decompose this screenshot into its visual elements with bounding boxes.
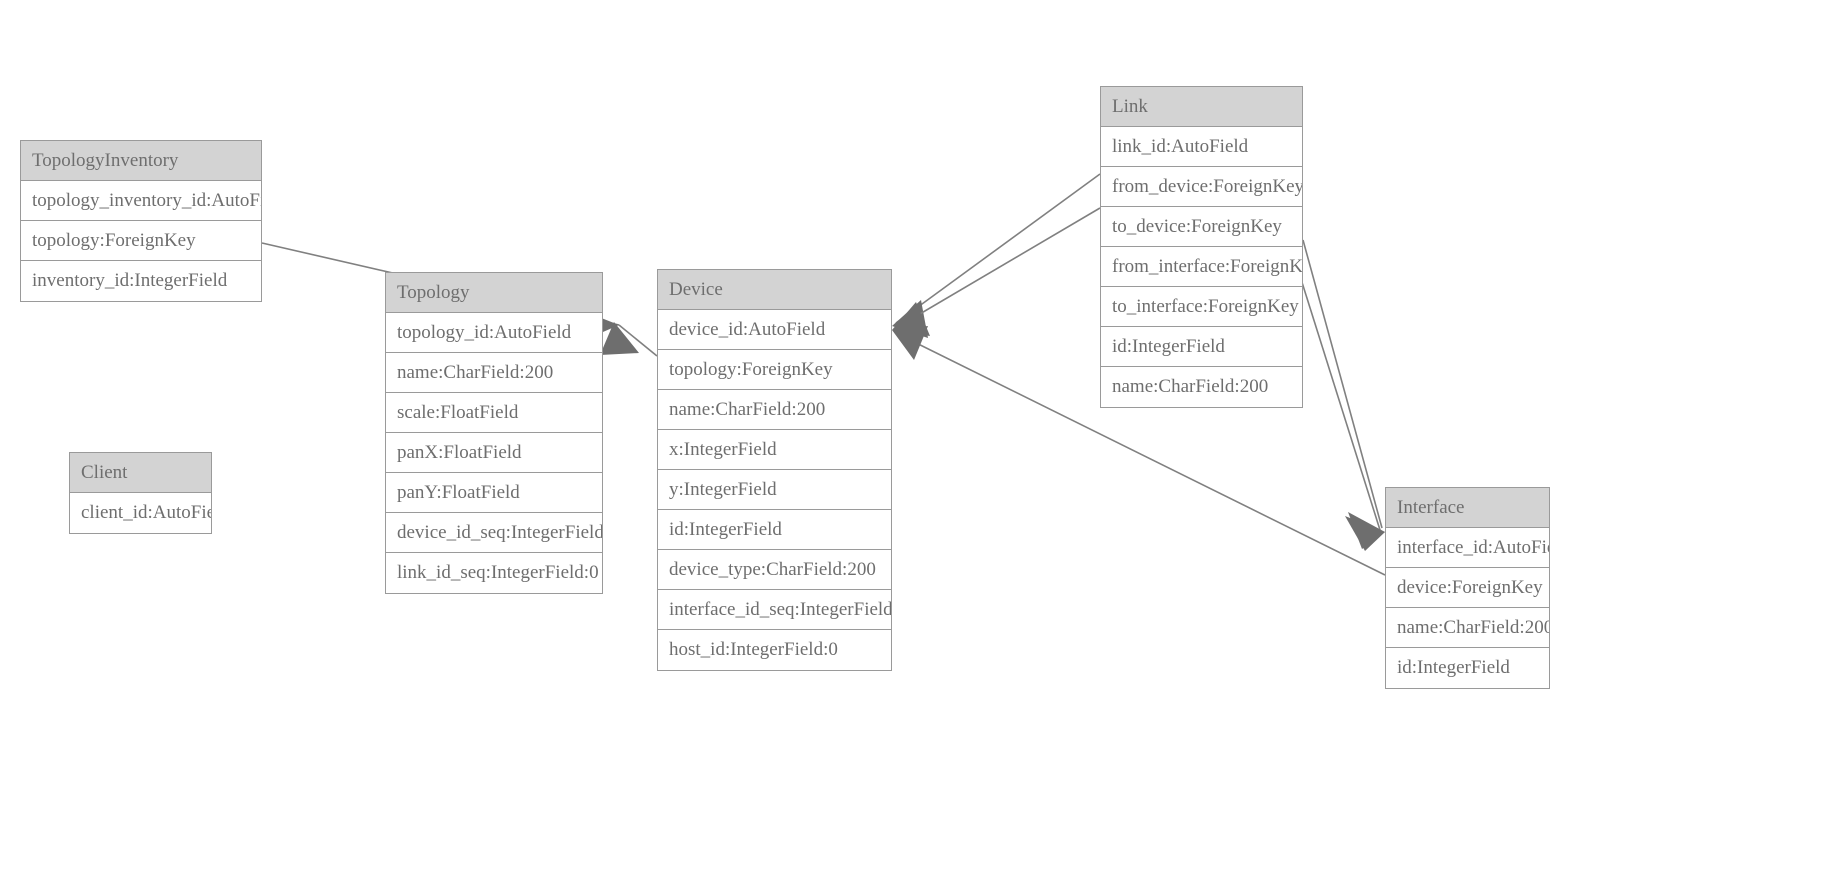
entity-field: link_id:AutoField — [1101, 127, 1302, 167]
entity-field: to_device:ForeignKey — [1101, 207, 1302, 247]
relationship-line — [895, 207, 1101, 329]
relationship-device-topology — [600, 322, 658, 357]
entity-title-topology: Topology — [386, 273, 602, 313]
entity-field: name:CharField:200 — [1386, 608, 1549, 648]
entity-title-link: Link — [1101, 87, 1302, 127]
entity-field: name:CharField:200 — [658, 390, 891, 430]
entity-field: device:ForeignKey — [1386, 568, 1549, 608]
relationship-arrowhead — [892, 300, 928, 338]
relationship-arrowhead — [892, 302, 930, 336]
entity-field: x:IntegerField — [658, 430, 891, 470]
entity-field: device_id:AutoField — [658, 310, 891, 350]
entity-field: interface_id:AutoField — [1386, 528, 1549, 568]
relationship-link-to-interface — [1299, 275, 1385, 549]
entity-title-device: Device — [658, 270, 891, 310]
entity-field: host_id:IntegerField:0 — [658, 630, 891, 670]
entity-title-client: Client — [70, 453, 211, 493]
entity-field: client_id:AutoField — [70, 493, 211, 533]
relationship-link-to-device — [892, 207, 1101, 336]
entity-field: id:IntegerField — [1101, 327, 1302, 367]
entity-field: topology_inventory_id:AutoField — [21, 181, 261, 221]
entity-field: to_interface:ForeignKey — [1101, 287, 1302, 327]
entity-field: inventory_id:IntegerField — [21, 261, 261, 301]
entity-field: id:IntegerField — [1386, 648, 1549, 688]
entity-interface[interactable]: Interfaceinterface_id:AutoFielddevice:Fo… — [1385, 487, 1550, 689]
relationship-line — [895, 173, 1101, 324]
relationship-line — [1299, 275, 1381, 531]
entity-field: name:CharField:200 — [386, 353, 602, 393]
entity-title-interface: Interface — [1386, 488, 1549, 528]
entity-field: device_type:CharField:200 — [658, 550, 891, 590]
entity-field: panY:FloatField — [386, 473, 602, 513]
relationship-arrowhead — [600, 322, 639, 355]
relationship-arrowhead — [1345, 516, 1385, 551]
entity-field: y:IntegerField — [658, 470, 891, 510]
entity-field: topology:ForeignKey — [21, 221, 261, 261]
entity-field: from_device:ForeignKey — [1101, 167, 1302, 207]
relationship-line — [1302, 239, 1383, 529]
relationship-arrowhead — [1348, 512, 1385, 549]
entity-field: link_id_seq:IntegerField:0 — [386, 553, 602, 593]
entity-field: topology_id:AutoField — [386, 313, 602, 353]
relationship-link-from-device — [892, 173, 1101, 338]
relationship-line — [618, 324, 658, 357]
entity-field: device_id_seq:IntegerField:0 — [386, 513, 602, 553]
entity-field: interface_id_seq:IntegerField:0 — [658, 590, 891, 630]
entity-field: name:CharField:200 — [1101, 367, 1302, 407]
entity-field: panX:FloatField — [386, 433, 602, 473]
entity-field: topology:ForeignKey — [658, 350, 891, 390]
relationship-arrowhead — [892, 326, 928, 360]
entity-field: id:IntegerField — [658, 510, 891, 550]
relationship-link-from-interface — [1302, 239, 1385, 551]
entity-field: from_interface:ForeignKey — [1101, 247, 1302, 287]
entity-title-topologyinventory: TopologyInventory — [21, 141, 261, 181]
entity-field: scale:FloatField — [386, 393, 602, 433]
